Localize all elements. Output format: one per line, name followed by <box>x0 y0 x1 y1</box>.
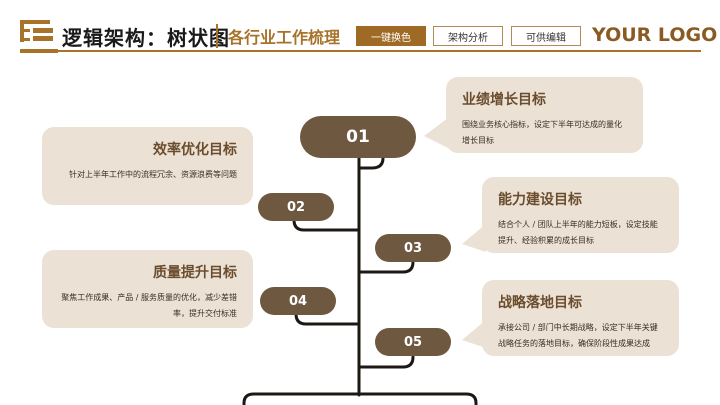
bubble-title: 质量提升目标 <box>153 265 237 281</box>
bubble-title: 战略落地目标 <box>498 295 582 311</box>
tree-node-03[interactable]: 03 <box>375 234 451 262</box>
bubble-title: 业绩增长目标 <box>462 92 546 108</box>
tree-node-01[interactable]: 01 <box>300 116 416 158</box>
bubble-desc: 围绕业务核心指标，设定下半年可达成的量化增长目标 <box>462 120 622 145</box>
bubble-title: 能力建设目标 <box>498 192 582 208</box>
bubble-desc: 聚焦工作成果、产品 / 服务质量的优化，减少差错率，提升交付标准 <box>61 293 237 318</box>
bubble-01: 业绩增长目标 围绕业务核心指标，设定下半年可达成的量化增长目标 <box>446 77 643 153</box>
header-divider <box>20 50 701 52</box>
logo: YOUR LOGO <box>592 24 718 46</box>
bubble-desc: 针对上半年工作中的流程冗余、资源浪费等问题 <box>69 170 237 179</box>
header-divider-accent <box>20 49 58 53</box>
page-subtitle: 各行业工作梳理 <box>228 28 341 47</box>
bubble-04: 质量提升目标 聚焦工作成果、产品 / 服务质量的优化，减少差错率，提升交付标准 <box>42 250 253 328</box>
bubble-title: 效率优化目标 <box>153 142 237 158</box>
architecture-analysis-button[interactable]: 架构分析 <box>433 26 503 46</box>
editable-button[interactable]: 可供编辑 <box>511 26 581 46</box>
page-title: 逻辑架构：树状图 <box>62 26 230 50</box>
one-click-recolor-button[interactable]: 一键换色 <box>356 26 426 46</box>
bubble-desc: 承接公司 / 部门中长期战略，设定下半年关键战略任务的落地目标，确保阶段性成果达… <box>498 323 658 348</box>
tree-node-02[interactable]: 02 <box>258 193 334 221</box>
tree-node-04[interactable]: 04 <box>260 287 336 315</box>
bubble-02: 效率优化目标 针对上半年工作中的流程冗余、资源浪费等问题 <box>42 127 253 205</box>
bubble-03: 能力建设目标 结合个人 / 团队上半年的能力短板，设定技能提升、经验积累的成长目… <box>482 177 679 253</box>
bubble-05: 战略落地目标 承接公司 / 部门中长期战略，设定下半年关键战略任务的落地目标，确… <box>482 280 679 356</box>
bubble-desc: 结合个人 / 团队上半年的能力短板，设定技能提升、经验积累的成长目标 <box>498 220 658 245</box>
tree-structure-icon <box>20 20 53 42</box>
tree-node-05[interactable]: 05 <box>375 328 451 356</box>
title-separator <box>216 24 218 48</box>
